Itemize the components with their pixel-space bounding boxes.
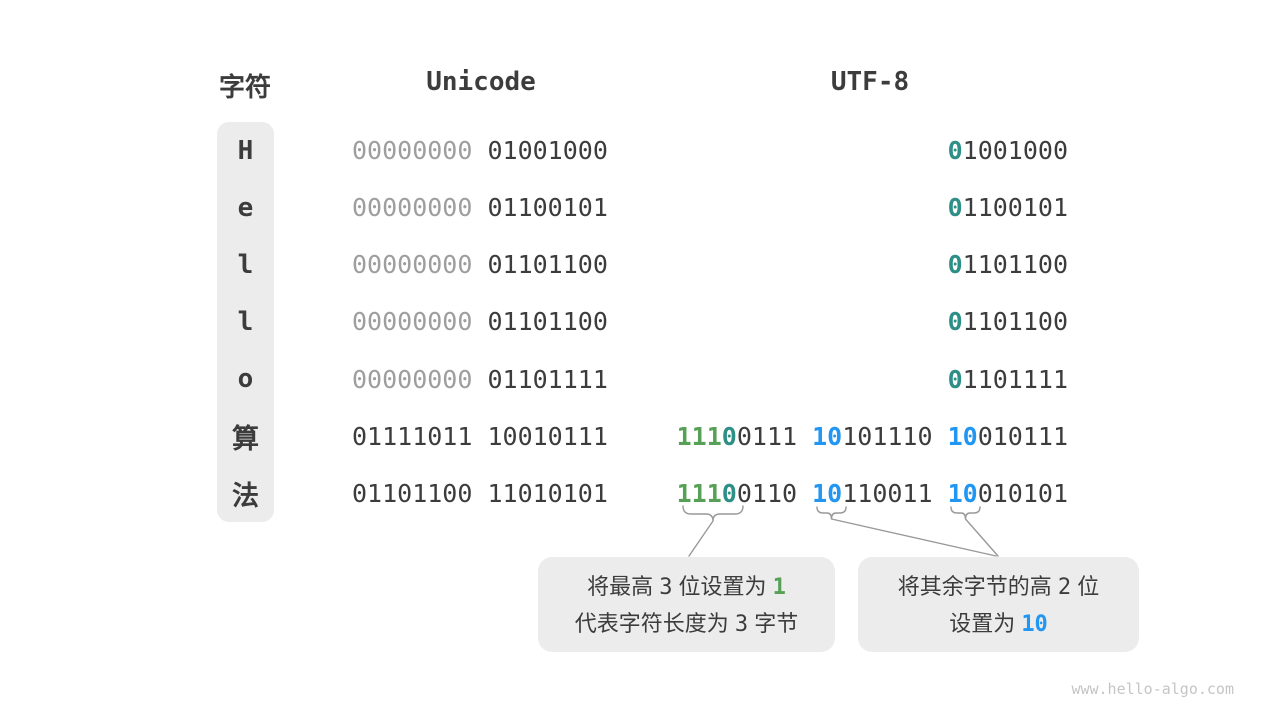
bit-segment: 110011	[842, 478, 948, 508]
unicode-value: 01111011 10010111	[352, 408, 612, 465]
bit-segment: 010111	[977, 421, 1068, 451]
callout-segment: 2	[1057, 574, 1072, 600]
bit-segment: 1001000	[962, 136, 1068, 166]
bit-segment: 01101100	[472, 307, 608, 337]
bit-segment: 0	[721, 478, 737, 508]
callout-segment: 3	[659, 574, 673, 600]
watermark: www.hello-algo.com	[1071, 680, 1234, 698]
bit-segment: 0	[947, 364, 963, 394]
character-cell: 算	[232, 423, 259, 454]
bit-segment: 01101111	[472, 364, 608, 394]
bit-segment: 0110	[736, 478, 813, 508]
unicode-value: 00000000 01101100	[352, 236, 612, 293]
bit-segment: 00000000	[352, 136, 473, 166]
column-header-utf8: UTF-8	[830, 67, 910, 97]
bit-segment: 111	[676, 478, 722, 508]
character-cell: H	[237, 135, 254, 166]
callout-segment: 字节	[748, 610, 799, 636]
callout-continuation-prefix: 将其余字节的高 2 位设置为 10	[858, 557, 1139, 652]
unicode-value: 00000000 01101111	[352, 351, 612, 408]
character-cell: e	[237, 192, 254, 223]
bit-segment: 101110	[842, 421, 948, 451]
callout-segment: 位	[1071, 573, 1100, 599]
bit-segment: 0	[947, 307, 963, 337]
bit-segment: 10	[812, 421, 843, 451]
bit-segment: 1101100	[962, 307, 1068, 337]
callout-line: 将其余字节的高 2 位	[858, 568, 1139, 605]
callout-line: 将最高 3 位设置为 1	[538, 568, 835, 605]
character-cell: o	[237, 364, 254, 395]
bit-segment: 10	[947, 421, 978, 451]
column-header-character: 字符	[218, 72, 272, 102]
bit-segment: 1101111	[962, 364, 1068, 394]
callout-segment: 10	[1021, 611, 1048, 637]
pointer-line-right	[964, 518, 999, 557]
character-cell: 法	[232, 480, 259, 511]
character-cell: l	[237, 249, 254, 280]
unicode-value: 00000000 01001000	[352, 122, 612, 179]
bit-segment: 01101100	[472, 250, 608, 280]
unicode-value: 00000000 01100101	[352, 179, 612, 236]
bit-segment: 00000000	[352, 307, 473, 337]
callout-line: 代表字符长度为 3 字节	[538, 605, 835, 642]
bit-segment: 01101100 11010101	[352, 478, 608, 508]
callout-segment: 代表字符长度为	[574, 610, 735, 636]
pointer-line-left	[688, 520, 714, 557]
bit-segment: 1100101	[962, 193, 1068, 223]
bit-segment: 1101100	[962, 250, 1068, 280]
callout-line: 设置为 10	[858, 605, 1139, 642]
unicode-value: 00000000 01101100	[352, 293, 612, 350]
bit-segment: 0	[947, 250, 963, 280]
callout-segment: 将其余字节的高	[897, 573, 1058, 599]
bit-segment: 01001000	[472, 136, 608, 166]
bit-segment: 01100101	[472, 193, 608, 223]
bit-segment: 00000000	[352, 250, 473, 280]
bit-segment: 10	[812, 478, 843, 508]
callout-segment: 3	[734, 611, 749, 637]
bit-segment: 0111	[736, 421, 813, 451]
bit-segment: 00000000	[352, 364, 473, 394]
bit-segment: 10	[947, 478, 978, 508]
bit-segment: 0	[947, 193, 963, 223]
bit-segment: 010101	[977, 478, 1068, 508]
pointer-line-mid	[830, 518, 997, 557]
bit-segment: 0	[721, 421, 737, 451]
bit-segment: 111	[676, 421, 722, 451]
bit-segment: 0	[947, 136, 963, 166]
column-header-unicode: Unicode	[426, 67, 536, 97]
bit-segment: 01111011 10010111	[352, 421, 608, 451]
callout-segment: 1	[772, 574, 786, 600]
unicode-value: 01101100 11010101	[352, 465, 612, 522]
callout-segment: 将最高	[587, 573, 660, 599]
callout-segment: 设置为	[949, 610, 1022, 636]
callout-segment: 位设置为	[672, 573, 773, 599]
bit-segment: 00000000	[352, 193, 473, 223]
character-cell: l	[237, 306, 254, 337]
